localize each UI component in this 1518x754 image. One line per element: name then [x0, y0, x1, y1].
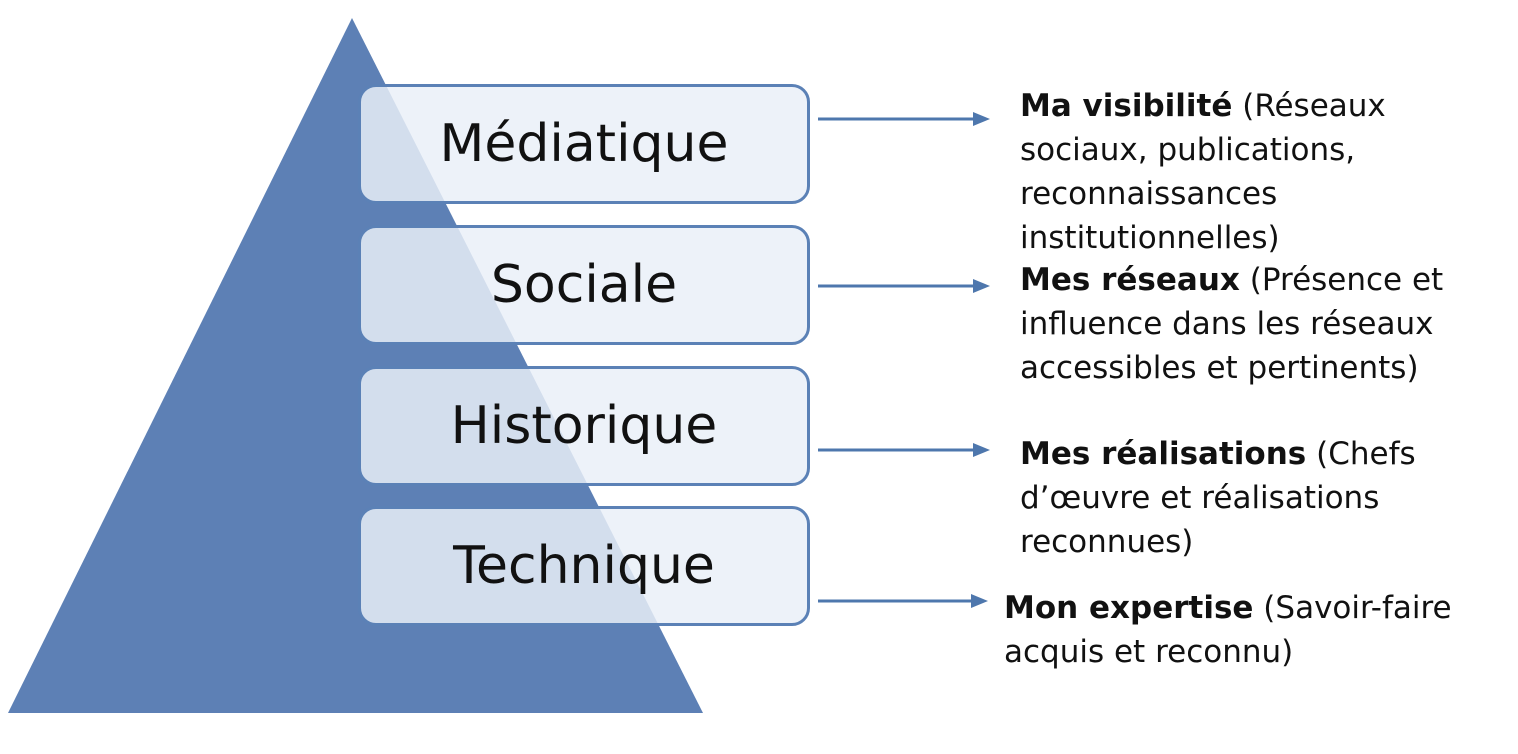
connector-arrow-technique: [818, 594, 988, 608]
description-detail: (Réseaux sociaux, publications, reconnai…: [1020, 88, 1386, 256]
description-detail: (Chefs d’œuvre et réalisations reconnues…: [1020, 436, 1416, 560]
description-detail: (Savoir-faire acquis et reconnu): [1004, 590, 1452, 670]
connector-arrow-historique: [818, 443, 990, 457]
description-sociale: Mes réseaux (Présence et influence dans …: [1020, 258, 1460, 390]
level-label: Sociale: [490, 255, 678, 315]
description-title: Mon expertise: [1004, 590, 1254, 626]
description-technique: Mon expertise (Savoir-faire acquis et re…: [1004, 586, 1474, 674]
level-box-mediatique: Médiatique: [358, 84, 810, 204]
description-title: Mes réseaux: [1020, 262, 1240, 298]
connector-arrow-mediatique: [818, 112, 990, 126]
description-title: Mes réalisations: [1020, 436, 1307, 472]
level-box-sociale: Sociale: [358, 225, 810, 345]
level-box-historique: Historique: [358, 366, 810, 486]
description-historique: Mes réalisations (Chefs d’œuvre et réali…: [1020, 432, 1420, 564]
description-title: Ma visibilité: [1020, 88, 1233, 124]
level-label: Médiatique: [439, 114, 729, 174]
description-mediatique: Ma visibilité (Réseaux sociaux, publicat…: [1020, 84, 1518, 260]
connector-arrow-sociale: [818, 279, 990, 293]
level-box-technique: Technique: [358, 506, 810, 626]
level-label: Historique: [450, 396, 718, 456]
description-detail: (Présence et influence dans les réseaux …: [1020, 262, 1444, 386]
level-label: Technique: [453, 536, 715, 596]
